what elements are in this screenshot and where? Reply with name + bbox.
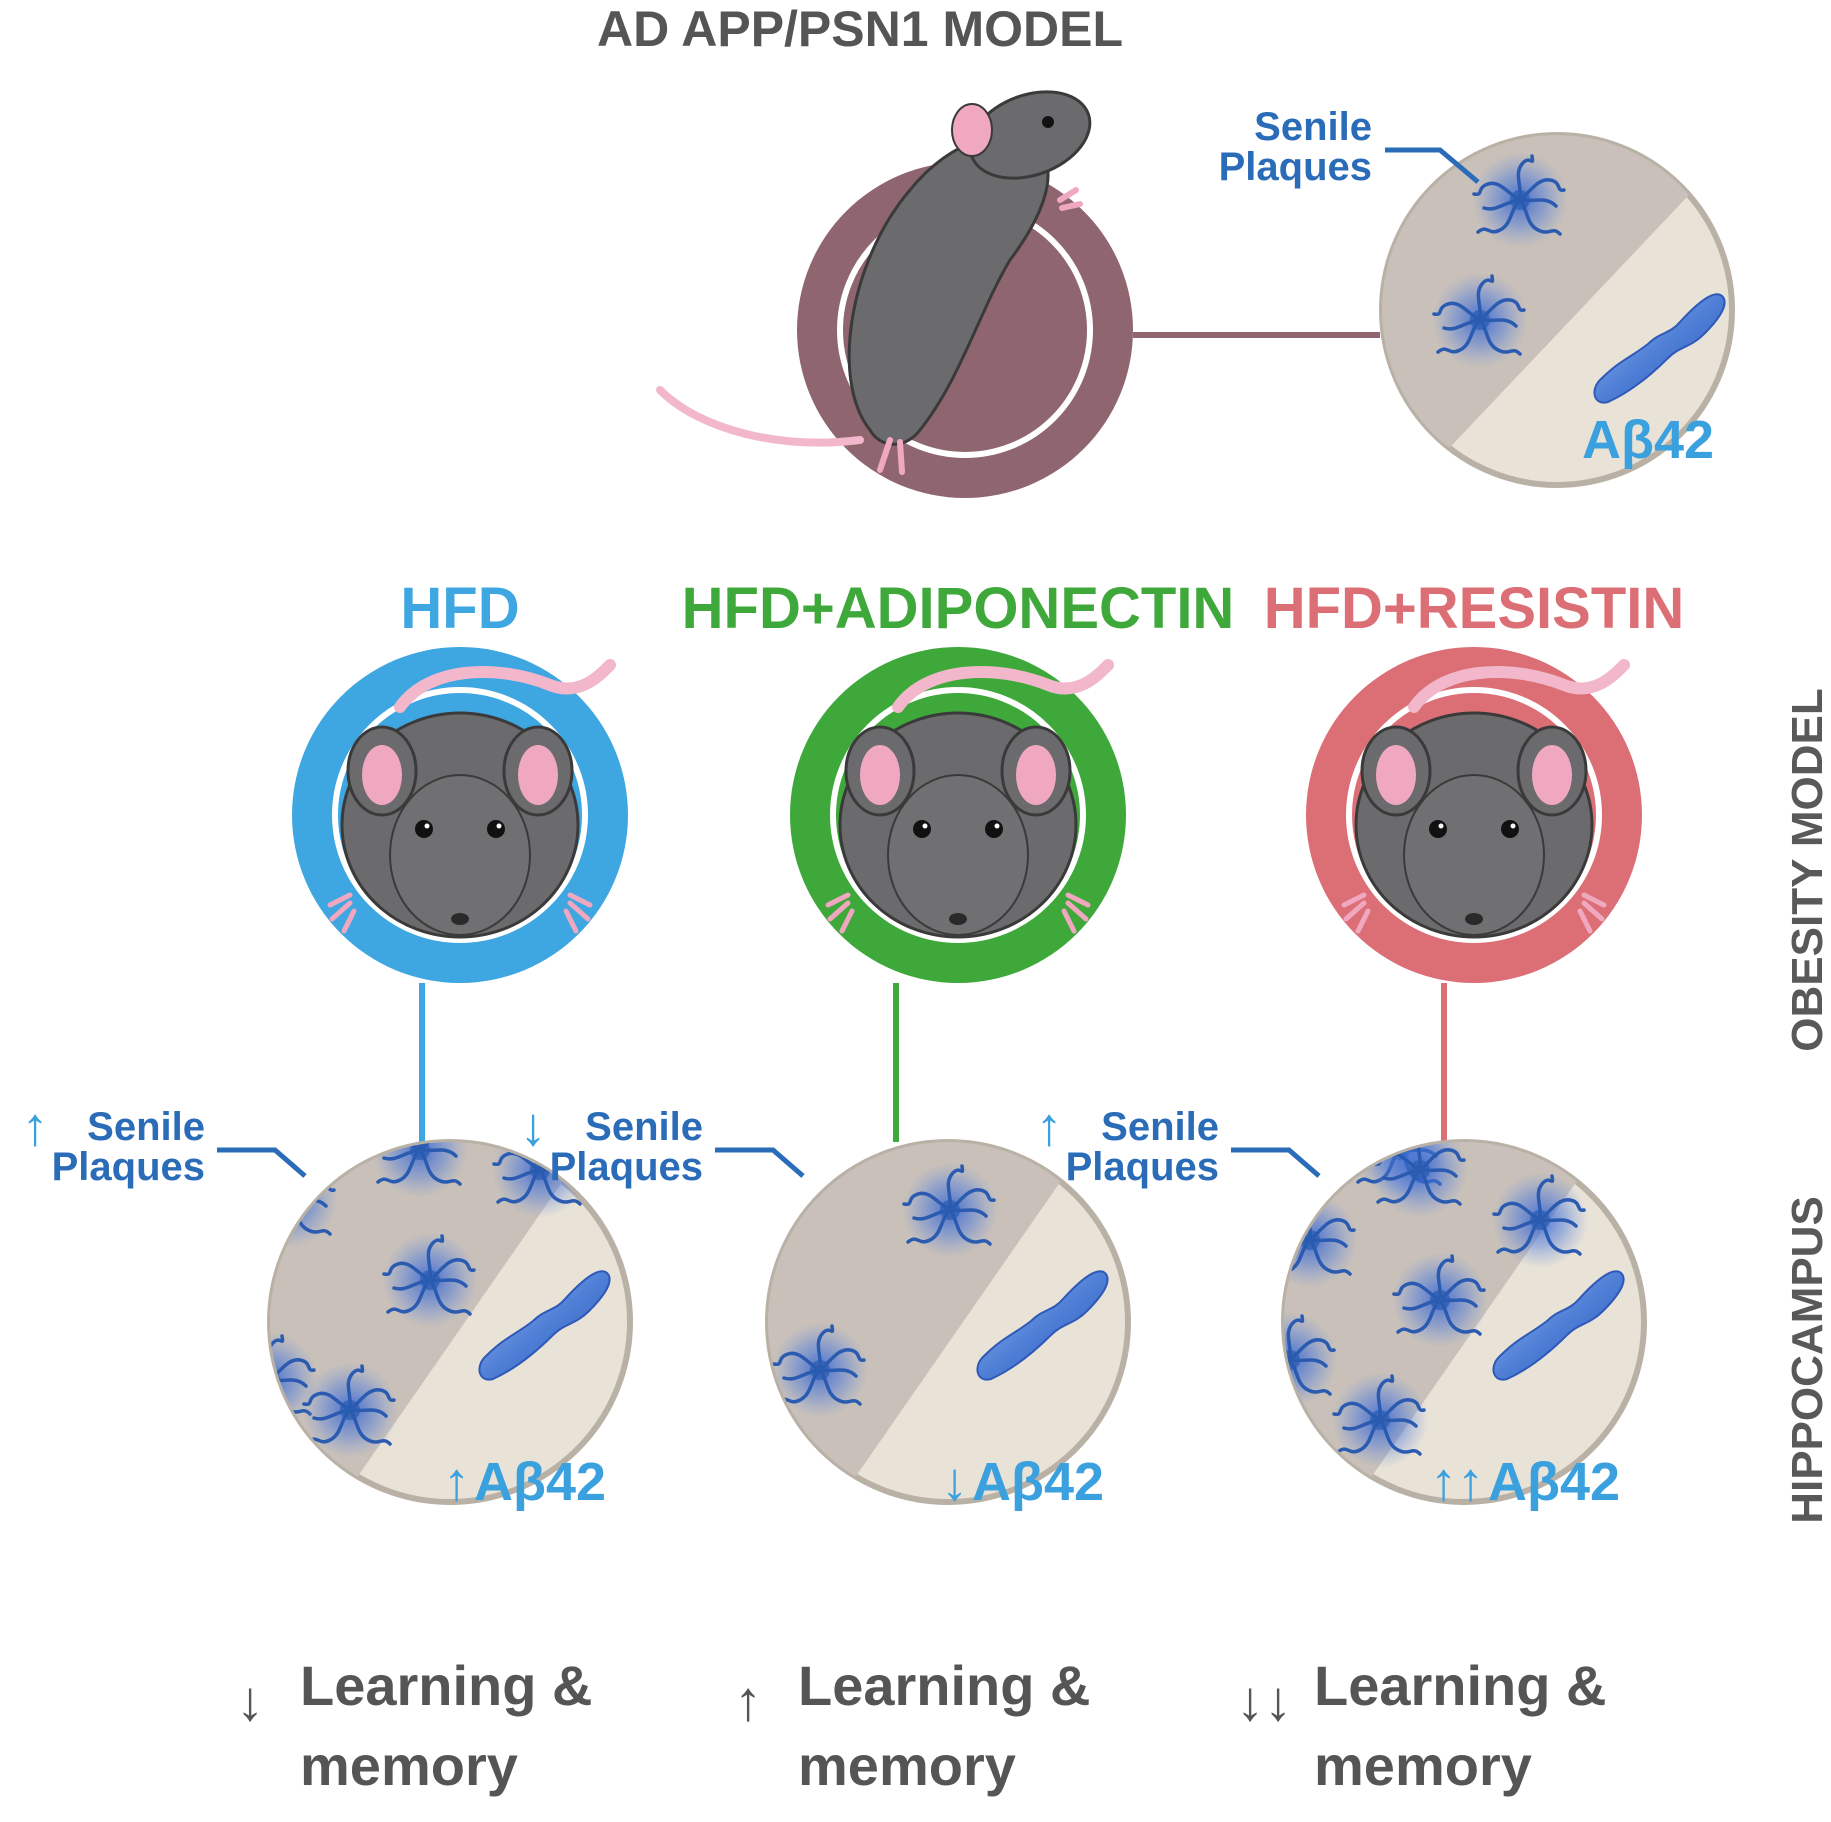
plaque-change-arrow: ↓: [520, 1097, 547, 1157]
learning-label-line2: memory: [798, 1734, 1016, 1797]
plaque-change-arrow: ↑: [22, 1097, 49, 1157]
group-ring-inner: [830, 687, 1086, 943]
plaque-label-line1: Senile: [585, 1105, 703, 1149]
learning-label-line2: memory: [300, 1734, 518, 1797]
learning-change-arrow: ↓: [236, 1669, 264, 1732]
plaque: [380, 1230, 480, 1330]
plaque-label-line1: Senile: [1254, 105, 1372, 149]
learning-label-line2: memory: [1314, 1734, 1532, 1797]
plaque: [1490, 1170, 1590, 1270]
abeta-label: Aβ42: [972, 1452, 1104, 1512]
group-title: HFD+RESISTIN: [1264, 576, 1685, 641]
plaque-change-arrow: ↑: [1036, 1097, 1063, 1157]
plaque-label-line2: Plaques: [550, 1145, 703, 1189]
side-label-obesity: OBESITY MODEL: [1783, 688, 1831, 1051]
plaque: [900, 1160, 1000, 1260]
plaque: [1430, 270, 1530, 370]
plaque: [1284, 1420, 1330, 1502]
abeta-change-arrow: ↑: [443, 1452, 470, 1512]
abeta-label: Aβ42: [1488, 1452, 1620, 1512]
abeta-label: Aβ42: [1582, 410, 1714, 470]
top-hippocampus-circle: [1379, 132, 1735, 488]
group-title: HFD: [400, 576, 519, 641]
plaque-label-line2: Plaques: [52, 1145, 205, 1189]
page-title: AD APP/PSN1 MODEL: [597, 1, 1123, 57]
abeta-label: Aβ42: [474, 1452, 606, 1512]
plaque: [1370, 1142, 1470, 1220]
plaque: [1470, 150, 1570, 250]
learning-change-arrow: ↓↓: [1236, 1669, 1292, 1732]
learning-label-line1: Learning &: [1314, 1654, 1606, 1717]
group-ring-inner: [1346, 687, 1602, 943]
abeta-change-arrow: ↓: [941, 1452, 968, 1512]
learning-label-line1: Learning &: [798, 1654, 1090, 1717]
plaque-leader-line: [715, 1147, 805, 1178]
plaque-region: [768, 1142, 1088, 1502]
abeta-change-arrow: ↑↑: [1430, 1452, 1484, 1512]
learning-change-arrow: ↑: [734, 1669, 762, 1732]
side-label-hippocampus: HIPPOCAMPUS: [1783, 1196, 1831, 1524]
plaque-label-line1: Senile: [1101, 1105, 1219, 1149]
plaque-leader-line: [1385, 147, 1480, 184]
learning-label-line1: Learning &: [300, 1654, 592, 1717]
top-plaque-label: Senile Plaques: [1219, 105, 1480, 189]
standing-mouse: [656, 90, 1092, 475]
plaque-label-line2: Plaques: [1066, 1145, 1219, 1189]
plaque: [1330, 1370, 1430, 1470]
top-mouse-ring: [656, 90, 1133, 498]
plaque-leader-line: [1231, 1147, 1321, 1178]
plaque-label-line2: Plaques: [1219, 145, 1372, 189]
group-title: HFD+ADIPONECTIN: [682, 576, 1235, 641]
plaque-leader-line: [217, 1147, 307, 1178]
group-ring-inner: [332, 687, 588, 943]
plaque-label-line1: Senile: [87, 1105, 205, 1149]
plaque: [1390, 1250, 1490, 1350]
plaque: [172, 1432, 268, 1528]
group-column: HFD+ADIPONECTIN↓SenilePlaques↓Aβ42↑Learn…: [520, 576, 1235, 1797]
plaque: [1284, 1190, 1360, 1290]
plaque: [1284, 1310, 1340, 1410]
